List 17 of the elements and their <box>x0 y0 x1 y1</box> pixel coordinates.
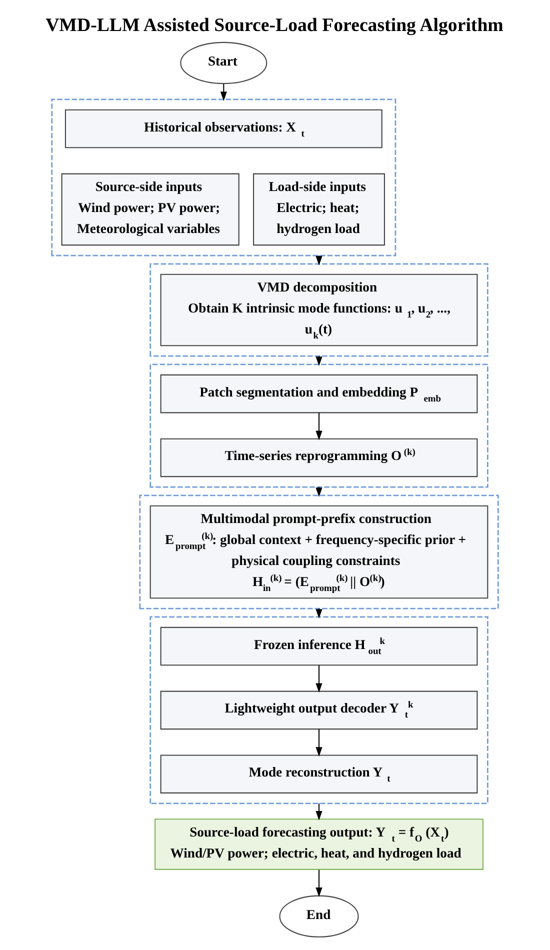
arrow <box>316 729 322 757</box>
node-box: Multimodal prompt-prefix construction E$_{prompt}$$^{(k)}$: global context + frequency-specific prior + physical coupling constraints H$_{in}$$^{(k)}$ = (E$_{prompt}$$^{(k)}$ || O$^{(k)}$) <box>150 505 488 599</box>
cluster <box>150 616 488 804</box>
diagram-title: VMD-LLM Assisted Source-Load Forecasting Algorithm <box>46 15 504 36</box>
arrow <box>316 870 322 897</box>
node-box: VMD decomposition Obtain K intrinsic mode functions: u$_{1}$, u$_{2}$, ..., u$_{k}$(t) <box>160 274 478 346</box>
node-box: Time-series reprogramming O$^{(k)}$ <box>160 438 478 478</box>
node-box: Patch segmentation and embedding P$_{emb}$ <box>160 374 478 414</box>
node-box: Mode reconstruction Y$_{t}$ <box>160 754 478 794</box>
node-ellipse: Start <box>180 42 268 84</box>
arrow <box>316 412 322 440</box>
node-box: Source-side inputs Wind power; PV power; Meteorological variables <box>61 173 240 246</box>
arrow <box>316 665 322 693</box>
node-box: Load-side inputs Electric; heat; hydrogen load <box>253 173 385 246</box>
node-box: Source-load forecasting output: Y$_{t}$ = f$_{O}$ (X$_{t}$) Wind/PV power; electric, heat, and hydrogen load <box>154 818 484 870</box>
node-ellipse: End <box>279 895 359 938</box>
node-box: Historical observations: X$_{t}$ <box>64 109 382 148</box>
